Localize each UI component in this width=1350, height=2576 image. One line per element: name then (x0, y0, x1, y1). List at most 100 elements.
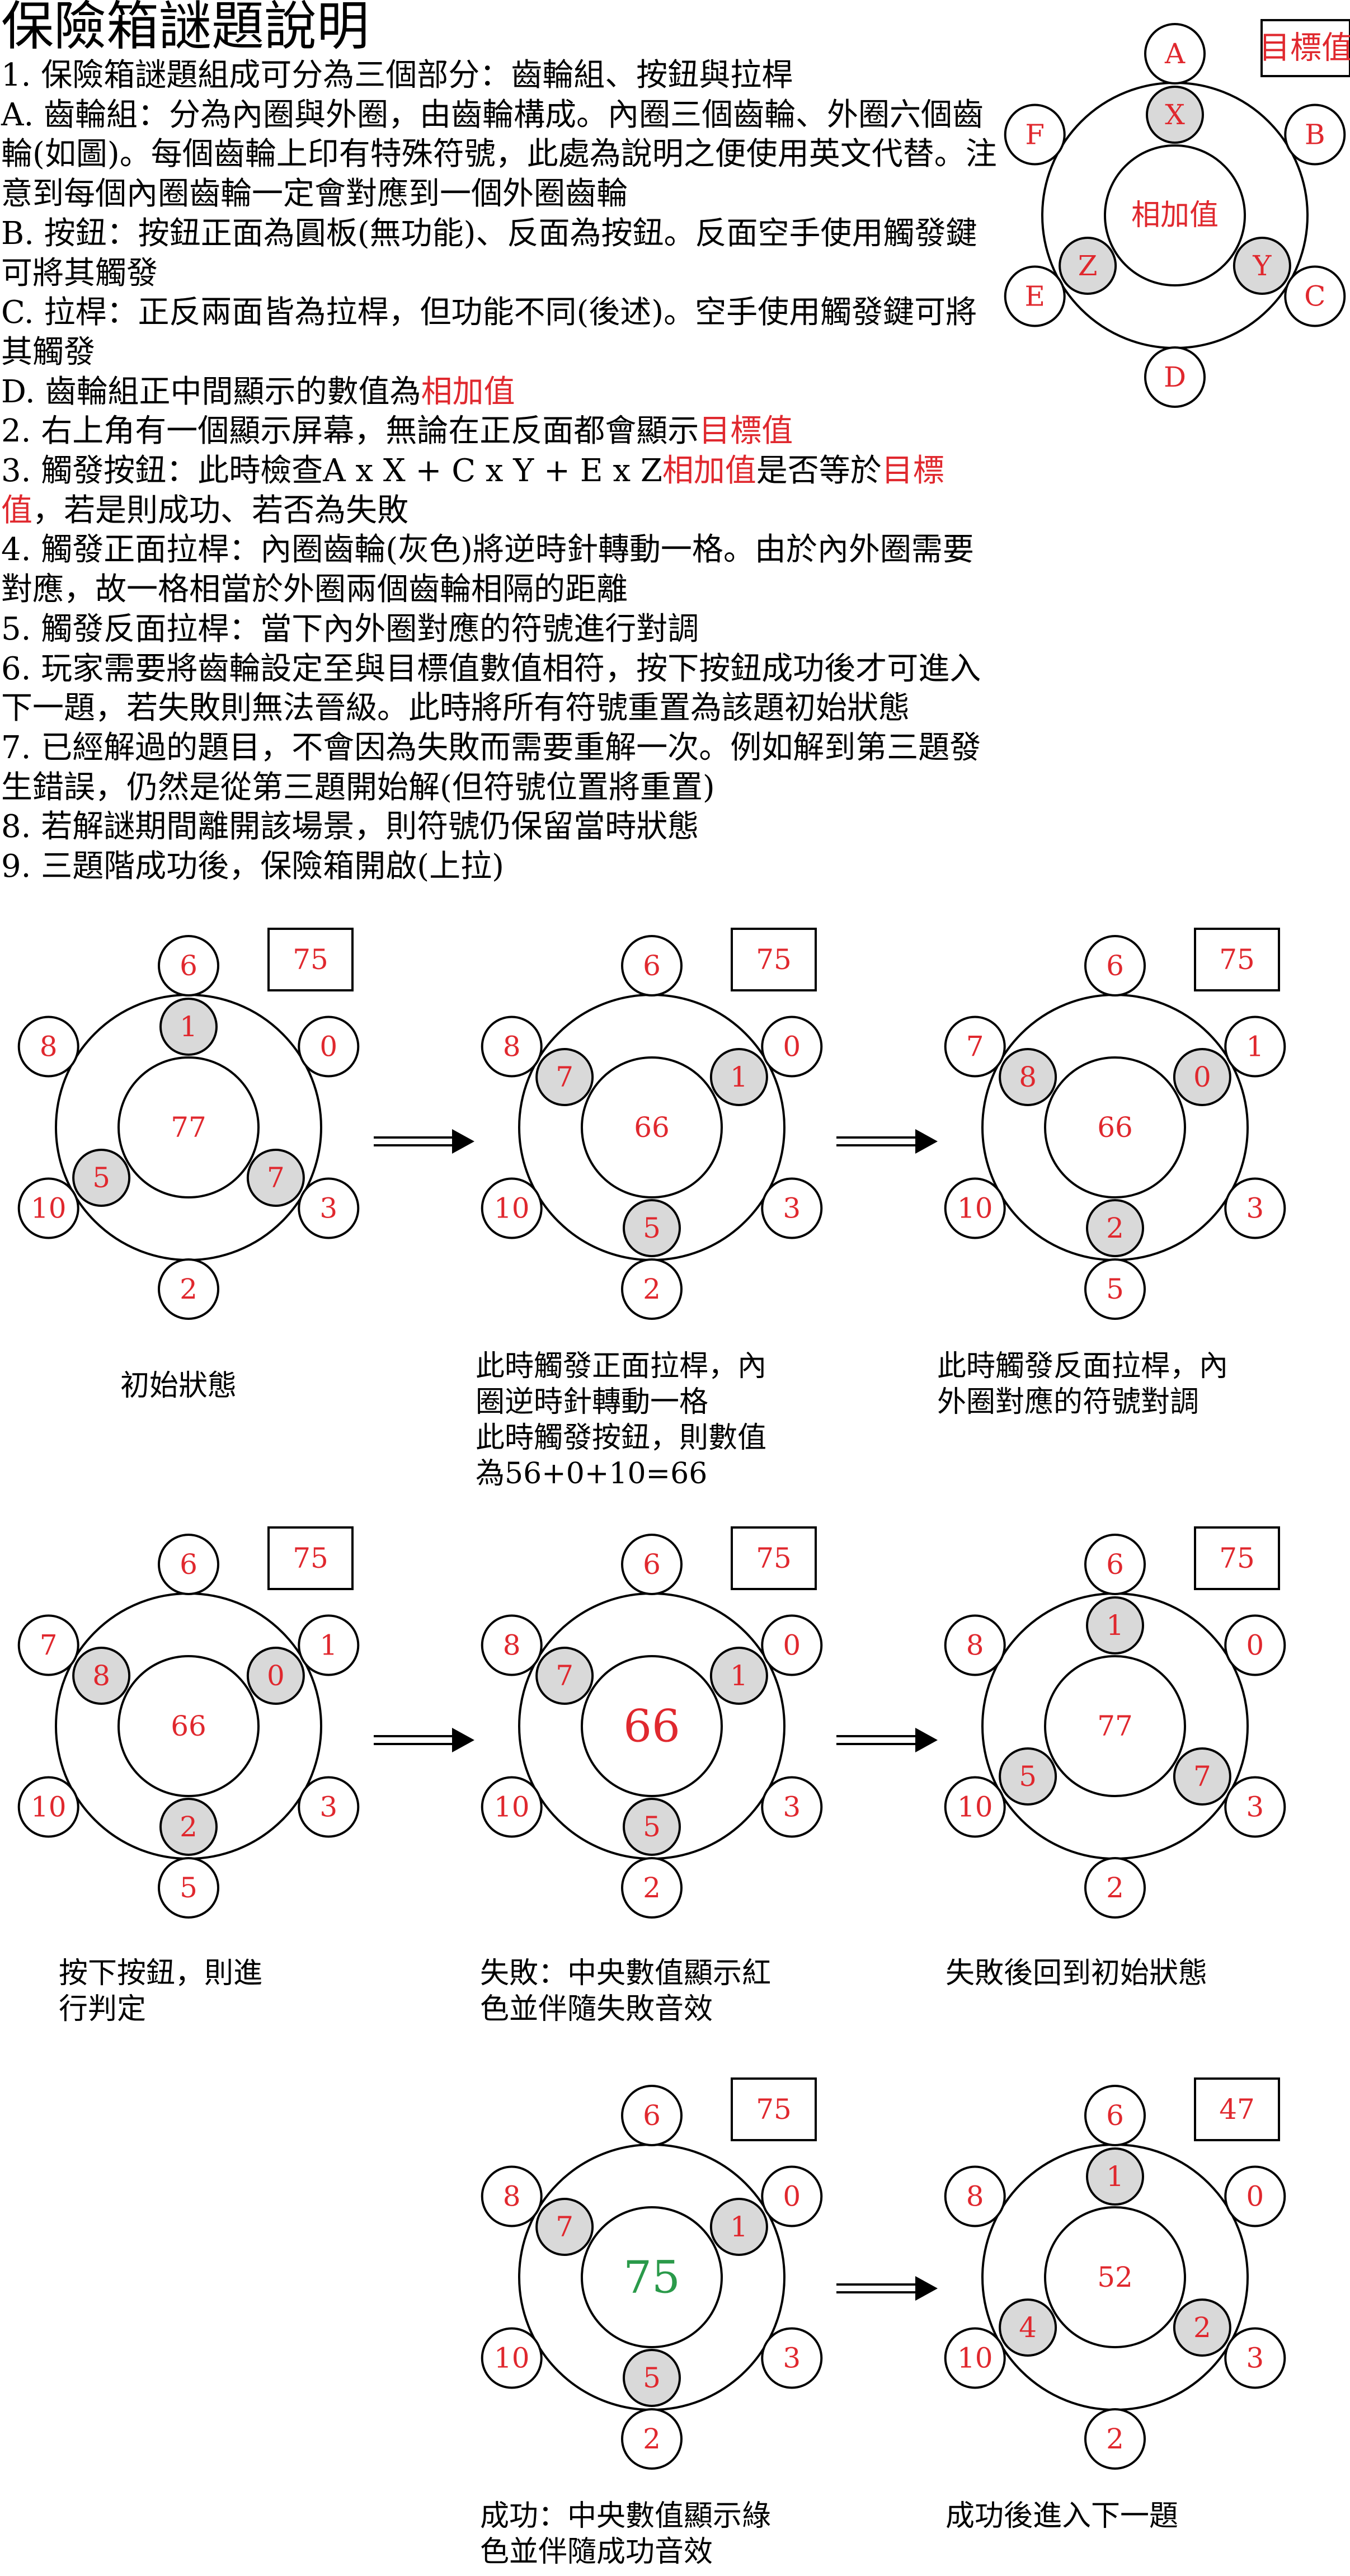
outer-gear (944, 1177, 1006, 1239)
inner-gear-label: X (1165, 98, 1185, 131)
rule-text: 8. 若解謎期間離開該場景，則符號仍保留當時狀態 (1, 808, 699, 845)
outer-gear (621, 2085, 683, 2146)
outer-gear-label: 5 (1106, 1273, 1124, 1305)
outer-gear (481, 1016, 543, 1078)
caption-line: 失敗後回到初始狀態 (946, 1957, 1208, 1990)
arrow-head (452, 1728, 474, 1752)
outer-gear-label: 3 (783, 1791, 801, 1823)
diagram-caption: 此時觸發正面拉桿，內圈逆時針轉動一格此時觸發按鈕，則數值為56+0+10=66 (476, 1348, 766, 1492)
target-display (1194, 1526, 1280, 1590)
outer-gear (1224, 1016, 1286, 1078)
outer-gear-label: 3 (1246, 1791, 1264, 1823)
outer-gear (621, 1857, 683, 1919)
outer-gear-label: 8 (503, 1031, 521, 1063)
inner-gear-label: 8 (92, 1660, 110, 1692)
outer-gear (17, 1016, 79, 1078)
inner-gear (999, 2298, 1057, 2357)
center-value: 66 (634, 1111, 670, 1144)
outer-gear (761, 1614, 823, 1676)
outer-gear (1084, 2085, 1146, 2146)
inner-gear-label: 7 (267, 1162, 285, 1194)
outer-gear-label: 10 (957, 1192, 993, 1225)
inner-ring (117, 1056, 260, 1198)
target-display (1260, 19, 1350, 77)
target-display (267, 1526, 354, 1590)
outer-gear-label: 10 (494, 1192, 530, 1225)
caption-line: 為56+0+10=66 (476, 1457, 708, 1491)
arrow-head (452, 1129, 474, 1154)
inner-gear (1146, 86, 1204, 144)
outer-gear-label: E (1024, 280, 1045, 313)
outer-gear (298, 1776, 360, 1838)
caption-line: 此時觸發按鈕，則數值 (476, 1421, 767, 1455)
outer-gear (1224, 1614, 1286, 1676)
rule-text: D. 齒輪組正中間顯示的數值為 (1, 373, 421, 410)
inner-ring (1104, 144, 1246, 286)
center-value: 66 (623, 1700, 680, 1752)
outer-gear (621, 935, 683, 996)
outer-gear (1284, 265, 1346, 327)
center-value: 75 (623, 2251, 680, 2304)
outer-gear-label: 10 (957, 2342, 993, 2375)
outer-gear-label: 6 (1106, 1548, 1124, 1581)
outer-gear (621, 2408, 683, 2470)
arrow-head (915, 1728, 938, 1752)
outer-gear (481, 1614, 543, 1676)
inner-gear (1173, 2298, 1231, 2357)
inner-gear (1173, 1747, 1231, 1806)
outer-gear-label: 8 (503, 2180, 521, 2213)
outer-gear-label: 3 (319, 1791, 337, 1823)
outer-gear-label: 2 (643, 1872, 661, 1904)
outer-gear (1004, 104, 1066, 166)
outer-gear (1004, 265, 1066, 327)
caption-line: 行判定 (59, 1992, 147, 2026)
inner-gear (1059, 237, 1117, 295)
inner-gear-label: 2 (1106, 1212, 1124, 1244)
rule-item: 2. 右上角有一個顯示屏幕，無論在正反面都會顯示目標值 (1, 412, 997, 452)
outer-gear-label: 2 (180, 1273, 197, 1305)
outer-gear-label: 1 (1246, 1031, 1264, 1063)
target-value: 75 (756, 2093, 792, 2126)
diagram-caption: 失敗：中央數值顯示紅色並伴隨失敗音效 (480, 1955, 771, 2027)
caption-line: 外圈對應的符號對調 (937, 1385, 1200, 1419)
outer-gear-label: 5 (180, 1872, 197, 1904)
outer-gear-label: 1 (319, 1629, 337, 1662)
outer-gear-label: 2 (1106, 2423, 1124, 2455)
outer-gear-label: 8 (966, 1629, 984, 1662)
rule-item: 3. 觸發按鈕：此時檢查A x X + C x Y + E x Z相加值是否等於… (1, 452, 997, 530)
rule-text: 9. 三題階成功後，保險箱開啟(上拉) (1, 848, 504, 885)
arrow-head (915, 1129, 938, 1154)
diagram-caption: 此時觸發反面拉桿，內外圈對應的符號對調 (937, 1348, 1228, 1420)
inner-gear (535, 1048, 594, 1106)
inner-ring (1044, 1056, 1186, 1198)
outer-gear-label: 10 (494, 2342, 530, 2375)
rule-item: 5. 觸發反面拉桿：當下內外圈對應的符號進行對調 (1, 610, 997, 650)
inner-gear-label: 5 (643, 1212, 661, 1244)
inner-gear (709, 1647, 768, 1705)
target-value: 目標值 (1259, 30, 1350, 67)
target-value: 75 (756, 943, 792, 976)
rule-text: 是否等於 (756, 453, 882, 490)
outer-gear-label: 8 (40, 1031, 58, 1063)
arrow-right (836, 1728, 938, 1752)
target-value: 75 (293, 943, 328, 976)
caption-line: 色並伴隨失敗音效 (480, 1992, 713, 2026)
inner-gear (246, 1149, 305, 1207)
outer-gear-label: 2 (1106, 1872, 1124, 1904)
outer-gear (1224, 1776, 1286, 1838)
outer-gear (17, 1614, 79, 1676)
center-value: 66 (1097, 1111, 1133, 1144)
inner-ring (117, 1655, 260, 1797)
rule-item: 9. 三題階成功後，保險箱開啟(上拉) (1, 847, 997, 887)
inner-ring (581, 2206, 723, 2348)
rule-item: D. 齒輪組正中間顯示的數值為相加值 (1, 373, 997, 412)
outer-gear (944, 1776, 1006, 1838)
outer-gear-label: 6 (643, 1548, 661, 1581)
inner-gear-label: 5 (643, 1811, 661, 1843)
outer-gear (158, 935, 219, 996)
outer-gear (1224, 2327, 1286, 2389)
inner-gear-label: 7 (1193, 1760, 1211, 1793)
